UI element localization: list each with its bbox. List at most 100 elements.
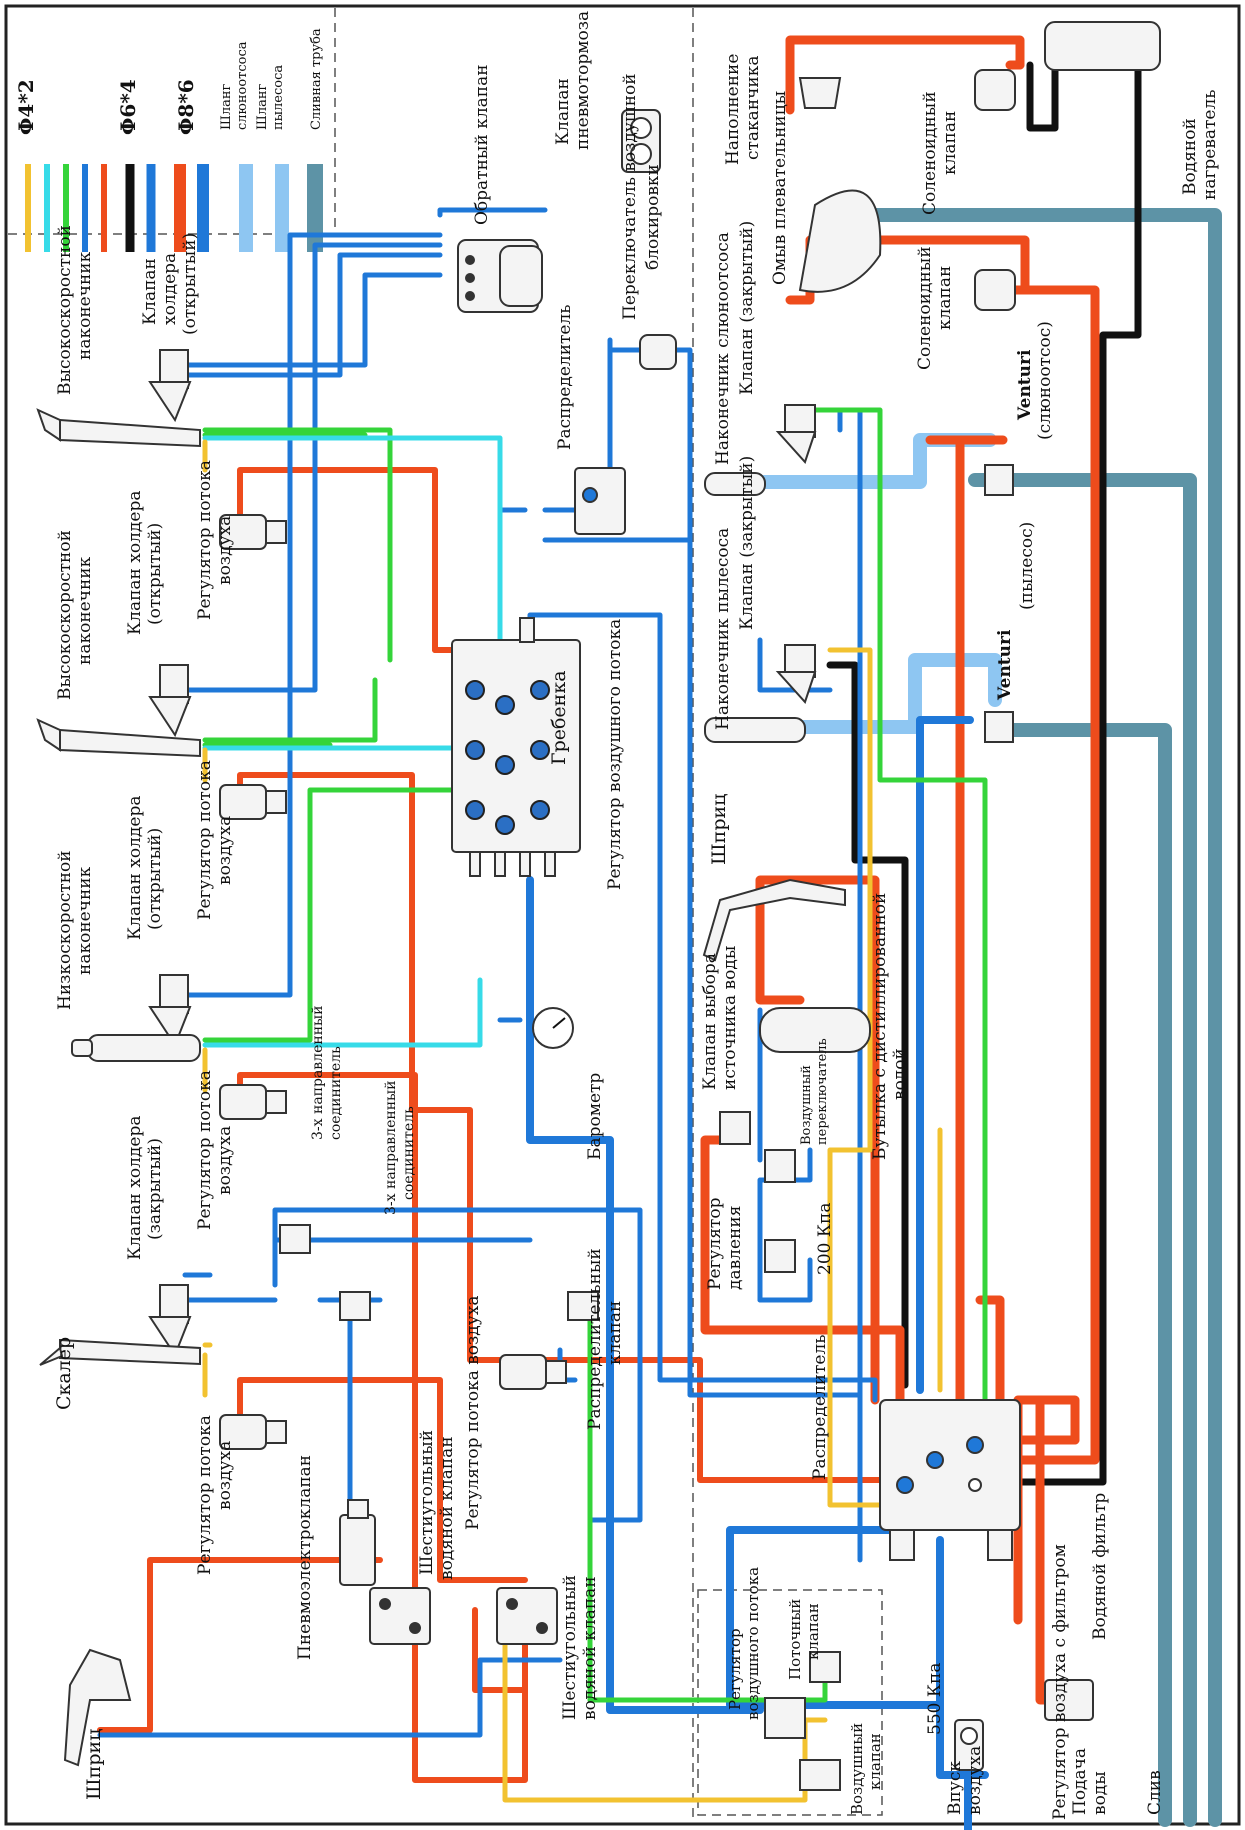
label-air-switch-b: переключатель	[815, 1038, 830, 1145]
manifold-ports	[465, 680, 550, 835]
label-air-inlet-b: воздуха	[965, 1746, 985, 1815]
syringe-left-body	[63, 1648, 132, 1767]
air-flow-regulator-block	[764, 1697, 806, 1739]
label-distributor-top: Распределитель	[555, 304, 575, 450]
label-holder-open-3a: Клапан холдера	[125, 796, 145, 940]
legend	[25, 164, 323, 252]
label-solenoid-2b: клапан	[935, 266, 955, 330]
air-switch-body	[764, 1149, 796, 1183]
label-water-filter: Водяной фильтр	[1090, 1493, 1110, 1640]
label-holder-open-2a: Клапан холдера	[125, 491, 145, 635]
label-distilled-b: водой	[890, 1048, 910, 1100]
label-scaler: Скалер	[53, 1337, 75, 1410]
label-distrib-valve-a: Распределительный	[585, 1248, 605, 1430]
label-solenoid-1b: клапан	[940, 111, 960, 175]
label-flow-reg-1a: Регулятор потока	[195, 460, 215, 620]
legend-label-vacuum-1: Шланг	[255, 83, 270, 130]
manifold-pin-3	[519, 851, 531, 877]
hs-handpiece-2	[59, 728, 201, 758]
label-valve-closed-2: Клапан (закрытый)	[737, 456, 757, 630]
manifold-pin-2	[494, 851, 506, 877]
orange-thin-lines	[97, 467, 903, 1783]
label-water-supply-a: Подача	[1070, 1748, 1090, 1815]
label-lock-switch-2: блокировки	[643, 164, 663, 270]
label-barometer: Барометр	[585, 1073, 605, 1160]
legend-label-vacuum-2: пылесоса	[271, 65, 286, 130]
label-tee-1b: соединитель	[328, 1046, 344, 1140]
label-holder-closed-b: (закрытый)	[145, 1138, 165, 1240]
label-drain: Слив	[1145, 1770, 1165, 1815]
label-syringe-left: Шприц	[83, 1729, 105, 1800]
outer-frame	[4, 4, 1241, 1826]
blue-thick-lines	[526, 716, 989, 1830]
label-solenoid-2a: Соленоидный	[915, 246, 935, 370]
label-brake-valve-2: пневмотормоза	[573, 11, 593, 150]
ls-handpiece	[87, 1034, 201, 1062]
label-flow-valve-a: Поточный	[786, 1599, 804, 1680]
label-flow-valve-b: клапан	[804, 1603, 822, 1660]
label-lock-switch-1: Переключатель воздушной	[620, 73, 640, 320]
distilled-bottle-body	[759, 1007, 871, 1053]
label-air-inlet-a: Впуск	[945, 1761, 965, 1815]
label-tee-2b: соединитель	[401, 1106, 417, 1200]
label-air-valve-b: клапан	[866, 1733, 884, 1790]
label-holder-open-1a: Клапан	[140, 258, 160, 325]
label-flow-reg-center: Регулятор потока воздуха	[463, 1296, 483, 1531]
bottom-distributor-body	[879, 1399, 1021, 1531]
label-six-way-1b: водяной клапан	[437, 1436, 457, 1580]
label-water-heater-a: Водяной	[1180, 118, 1200, 195]
label-water-heater-b: нагреватель	[1200, 89, 1220, 200]
legend-label-phi86: Φ8*6	[174, 79, 198, 135]
venturi-2-body	[984, 711, 1014, 743]
label-holder-open-3b: (открытый)	[145, 828, 165, 930]
yellow-lines	[202, 439, 943, 1803]
label-flow-reg-2b: воздуха	[215, 816, 235, 885]
label-saliva-tip: Наконечник слюноотсоса	[713, 232, 733, 465]
label-flow-reg-3b: воздуха	[215, 1126, 235, 1195]
legend-label-suction-2: слюноотсоса	[235, 41, 250, 130]
pneumo-valve-body	[339, 1514, 376, 1586]
label-check-valve: Обратный клапан	[472, 64, 492, 225]
legend-label-drain: Сливная труба	[309, 28, 324, 130]
label-venturi-1a: Venturi	[1015, 349, 1035, 421]
label-spittoon-wash: Омыв плевательницы	[770, 91, 790, 285]
drain-pipes	[838, 208, 1222, 1827]
label-air-flow-box-a: Регулятор	[726, 1628, 744, 1710]
label-brake-valve-1: Клапан	[553, 78, 573, 145]
label-pressure-reg-a: Регулятор	[705, 1197, 725, 1290]
tubing	[97, 35, 1222, 1830]
label-manifold: Гребенка	[548, 670, 570, 765]
water-source-valve-body	[719, 1111, 751, 1145]
legend-label-suction-1: Шланг	[219, 83, 234, 130]
label-distilled-a: Бутылка с дистиллированной	[870, 893, 890, 1160]
check-valve-cap	[499, 245, 543, 307]
label-six-way-2b: водяной клапан	[580, 1576, 600, 1720]
label-hs-handpiece-1b: наконечник	[75, 251, 95, 360]
legend-label-phi64: Φ6*4	[116, 79, 140, 135]
flow-valve-block	[809, 1651, 841, 1683]
label-flow-reg-4b: воздуха	[215, 1441, 235, 1510]
label-holder-open-1c: (открытый)	[180, 233, 200, 335]
venturi-1-body	[984, 464, 1014, 496]
tee-2	[339, 1291, 371, 1321]
label-air-valve-a: Воздушный	[848, 1723, 866, 1815]
label-holder-open-2b: (открытый)	[145, 523, 165, 625]
solenoid-1-body	[974, 69, 1016, 111]
water-heater-body	[1044, 21, 1161, 71]
flow-reg-2	[219, 784, 267, 820]
vacuum-tip-body	[704, 717, 806, 743]
label-holder-open-1b: холдера	[160, 253, 180, 325]
label-venturi-1b: (слюноотсос)	[1035, 321, 1055, 440]
label-tee-1a: 3-х направленный	[310, 1006, 326, 1141]
label-hs-handpiece-2b: наконечник	[75, 556, 95, 665]
label-ls-handpiece-b: наконечник	[75, 866, 95, 975]
manifold-top-pin	[519, 617, 535, 643]
flow-reg-center	[499, 1354, 547, 1390]
label-hs-handpiece-2a: Высокоскоростной	[55, 530, 75, 700]
pressure-reg-body	[764, 1239, 796, 1273]
label-flow-reg-1b: воздуха	[215, 516, 235, 585]
label-flow-reg-4a: Регулятор потока	[195, 1415, 215, 1575]
label-valve-closed-1: Клапан (закрытый)	[737, 221, 757, 395]
